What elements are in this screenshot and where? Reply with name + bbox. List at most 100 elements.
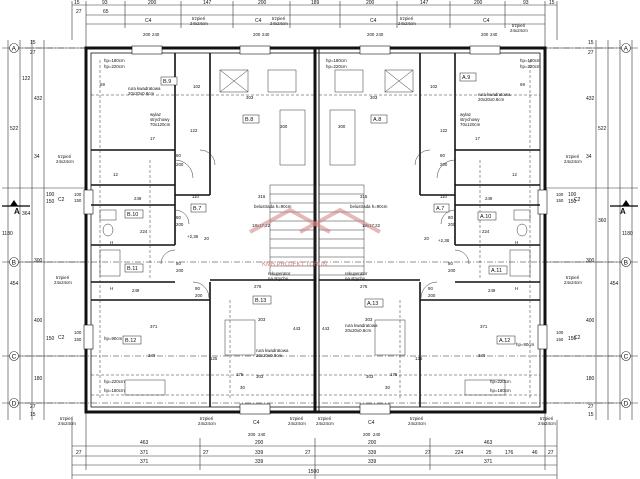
left-dim-text: 27 bbox=[30, 404, 36, 410]
window-size: 240 bbox=[258, 432, 266, 437]
inner-dim: 200 bbox=[448, 268, 456, 273]
inner-dim: 175 bbox=[390, 372, 398, 377]
window-size: 100 bbox=[74, 192, 82, 197]
right-dim-text: 150 bbox=[568, 199, 577, 205]
bottom-dim-text: 339 bbox=[368, 459, 377, 465]
room-label: A.10 bbox=[480, 214, 491, 220]
bottom-dim-text: 371 bbox=[484, 459, 493, 465]
inner-dim: 249 bbox=[132, 288, 140, 293]
room-label: B.12 bbox=[125, 338, 136, 344]
left-dim-text: 15 bbox=[30, 40, 36, 46]
inner-dim: 224 bbox=[482, 229, 490, 234]
left-dim-text: 27 bbox=[30, 50, 36, 56]
left-dim-text: 150 bbox=[46, 336, 55, 342]
note-trzpien: trzpień bbox=[272, 16, 286, 21]
exterior-walls bbox=[84, 46, 547, 414]
window-size: 200 bbox=[253, 32, 261, 37]
staircase bbox=[269, 184, 365, 276]
window-label-c4: C4 bbox=[145, 18, 152, 24]
right-dim-text: 27 bbox=[588, 50, 594, 56]
top-dim-text: 15 bbox=[549, 0, 555, 6]
inner-dim: 12 bbox=[512, 172, 517, 177]
axis-label-b: B bbox=[12, 259, 16, 266]
left-dim-text: 432 bbox=[34, 96, 43, 102]
note-trzpien-size: 24x24cm bbox=[398, 21, 416, 26]
window-openings bbox=[83, 45, 548, 415]
note-rekuperator: rekuperator bbox=[268, 271, 291, 276]
note-trzpien-size: 24x24cm bbox=[538, 421, 556, 426]
inner-dim: 200 bbox=[440, 162, 448, 167]
window-size: 100 bbox=[556, 330, 564, 335]
left-dim-text: 1180 bbox=[2, 231, 13, 237]
note-hp220: hp=220cm bbox=[104, 379, 125, 384]
inner-dim: 90 bbox=[428, 286, 433, 291]
note-hp220: hp=220cm bbox=[520, 64, 541, 69]
note-trzpien: trzpień bbox=[192, 16, 206, 21]
inner-dim: 80 bbox=[176, 215, 181, 220]
inner-dim: 102 bbox=[193, 84, 201, 89]
bottom-dim-text: 371 bbox=[140, 459, 149, 465]
window-size: 200 bbox=[363, 432, 371, 437]
note-h: H bbox=[110, 240, 113, 245]
note-strychowy: strychowy bbox=[150, 117, 170, 122]
right-dim-text: 1180 bbox=[622, 231, 633, 237]
window-size: 240 bbox=[490, 32, 498, 37]
note-wylaz-size: 70x120cm bbox=[460, 122, 481, 127]
room-label: B.7 bbox=[193, 206, 201, 212]
note-rura-size: 20x20x0.8cm bbox=[345, 328, 371, 333]
note-trzpien: trzpień bbox=[60, 416, 74, 421]
left-dim-text: 15 bbox=[30, 412, 36, 418]
inner-dim: 30 bbox=[240, 385, 245, 390]
left-dim-text: 364 bbox=[22, 211, 31, 217]
inner-dim: 12 bbox=[113, 172, 118, 177]
right-dim-text: 15 bbox=[588, 40, 594, 46]
note-hp180: hp=180cm bbox=[326, 58, 347, 63]
room-label: A.7 bbox=[436, 206, 444, 212]
note-hp90: hp=90cm bbox=[516, 342, 535, 347]
inner-dim: 200 bbox=[428, 293, 436, 298]
axis-label-a: A bbox=[624, 45, 629, 52]
note-rura: rura kwadratowa bbox=[345, 323, 378, 328]
axis-label-c: C bbox=[12, 353, 17, 360]
note-trzpien: trzpień bbox=[56, 275, 70, 280]
inner-dim: 20 bbox=[204, 236, 209, 241]
right-dim-text: 522 bbox=[598, 126, 607, 132]
inner-dim: 276 bbox=[254, 284, 262, 289]
bottom-dim-text: 339 bbox=[255, 459, 264, 465]
note-belustrada: belustrada h=90cm bbox=[350, 204, 388, 209]
inner-dim: 17 bbox=[150, 136, 155, 141]
note-trzpien-size: 24x24cm bbox=[510, 28, 528, 33]
axis-label-a: A bbox=[12, 45, 17, 52]
window-size: 200 bbox=[143, 32, 151, 37]
inner-dim: 303 bbox=[246, 95, 254, 100]
axis-labels: A A B B C C D D bbox=[12, 45, 629, 407]
window-size: 200 bbox=[367, 32, 375, 37]
section-markers: A A bbox=[2, 200, 638, 216]
room-label: A.11 bbox=[491, 268, 502, 274]
inner-dim: 80 bbox=[440, 153, 445, 158]
axis-label-c: C bbox=[624, 353, 629, 360]
note-trzpien-size: 24x24cm bbox=[408, 421, 426, 426]
note-hp180: hp=180cm bbox=[104, 388, 125, 393]
top-dimension-texts: 15 93 200 147 200 189 200 147 200 93 15 … bbox=[74, 0, 555, 15]
inner-dim: 303 bbox=[366, 374, 374, 379]
note-wylaz: wyłaz bbox=[150, 112, 161, 117]
left-dim-text: 34 bbox=[34, 154, 40, 160]
left-dim-text: 122 bbox=[22, 76, 31, 82]
window-label-c2: C2 bbox=[574, 335, 581, 341]
note-trzpien-size: 24x24cm bbox=[54, 280, 72, 285]
bottom-dimension-texts: 463 200 200 463 27 371 27 339 27 339 27 … bbox=[76, 440, 554, 475]
inner-dim: 200 bbox=[176, 162, 184, 167]
top-dim-text: 200 bbox=[474, 0, 483, 6]
note-hp180: hp=180cm bbox=[490, 388, 511, 393]
room-labels: B.9 B.8 B.7 B.10 B.11 B.12 B.13 A.9 A.8 … bbox=[122, 72, 516, 345]
right-dim-text: 360 bbox=[598, 218, 607, 224]
left-dim-text: 100 bbox=[46, 192, 55, 198]
note-hp90: hp=90cm bbox=[104, 336, 123, 341]
top-dim-text: 93 bbox=[102, 0, 108, 6]
note-trzpien-size: 24x24cm bbox=[190, 21, 208, 26]
room-label: B.10 bbox=[127, 212, 138, 218]
window-size: 150 bbox=[556, 337, 564, 342]
top-window-markers: C4 C4 C4 C4 200 240 200 240 200 240 200 … bbox=[143, 18, 498, 37]
note-trzpien-size: 24x24cm bbox=[58, 421, 76, 426]
